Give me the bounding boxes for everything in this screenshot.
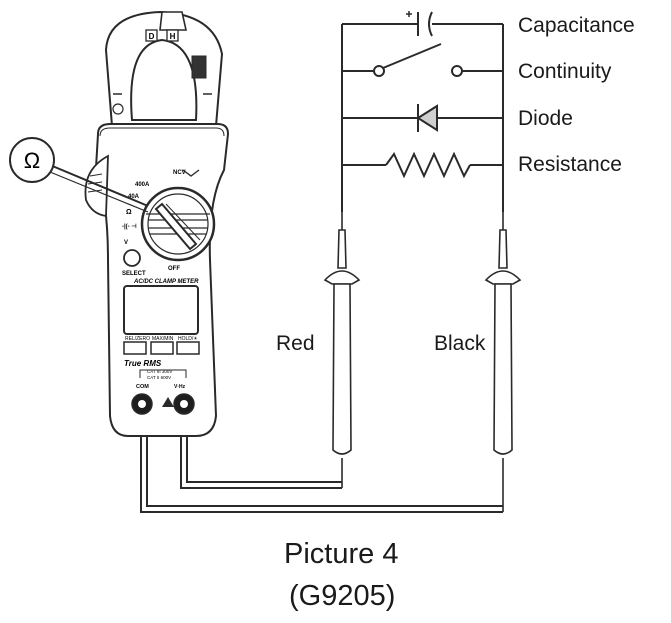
black-probe-label: Black [434,332,486,355]
test-leads [140,420,503,513]
hold-button[interactable] [176,341,200,355]
cat-rating-1: CAT III 300V [147,369,172,374]
black-lead-wire [140,420,503,513]
ohm-circle [9,137,55,183]
model-banner: AC/DC CLAMP METER [133,279,199,285]
max-min-label: MAX/MIN [152,336,174,342]
caption-title: Picture 4 [284,538,399,570]
diode-triangle [416,104,438,132]
warning-triangle-icon [162,397,174,407]
dial-label-ohm: Ω [126,209,132,216]
switch-branch [342,43,503,77]
rotary-dial[interactable] [140,186,216,262]
max-min-button[interactable] [150,341,174,355]
dial-label-off: OFF [168,266,180,272]
diode-label: Diode [518,107,573,130]
resistance-label: Resistance [518,153,622,176]
lcd-display [123,285,199,335]
jaw-marker-right [166,29,179,42]
ohm-symbol: Ω [24,148,40,173]
red-lead-wire [180,420,342,489]
select-button[interactable] [123,249,141,267]
red-lead-wire-outer [186,420,342,483]
red-probe-label: Red [276,332,315,355]
capacitance-label: Capacitance [518,14,635,37]
switch-lever [382,43,442,69]
rel-zero-label: REL/ZERO [125,336,150,342]
jaw-marker-left-text: D [149,32,155,41]
clamp-meter: D H NCV 400A 40A Ω -|(- ⊣ V V OFF [84,10,230,437]
switch-contact-left [373,65,385,77]
com-jack-label: COM [136,384,149,390]
resistor-branch [342,151,503,179]
caption-model: (G9205) [289,580,396,612]
ohm-pointer-line [49,164,149,207]
switch-contact-right [451,65,463,77]
jaw-marker-left [145,29,158,42]
dial-label-400a: 400A [135,182,150,188]
clamp-jaw-opening [130,38,198,121]
capacitor-symbol [414,12,419,36]
hold-label: HOLD/☀ [178,336,198,342]
dial-label-cap-diode: -|(- ⊣ [122,223,137,230]
ohm-indicator: Ω [9,137,149,213]
cat-rating-2: CAT II 600V [147,375,171,380]
dial-label-40a: 40A [128,194,140,200]
black-probe [484,212,522,512]
diode-branch [342,104,503,132]
dial-knob[interactable] [154,202,198,251]
resistor-zigzag [385,151,471,179]
dial-label-ncv: NCV [173,170,186,176]
black-lead-wire-outer [146,420,503,507]
dial-label-v: V [124,240,128,246]
jaw-marker-right-text: H [170,32,176,41]
clamp-trigger[interactable] [84,154,109,218]
rel-zero-button[interactable] [123,341,147,355]
v-jack-label: V·Hz [174,384,186,390]
component-ladder [341,11,504,212]
true-rms-label: True RMS [124,359,162,368]
select-label: SELECT [122,271,146,277]
ground-symbol [112,103,124,115]
capacitor-branch [342,11,503,37]
continuity-label: Continuity [518,60,612,83]
red-probe [323,212,361,488]
